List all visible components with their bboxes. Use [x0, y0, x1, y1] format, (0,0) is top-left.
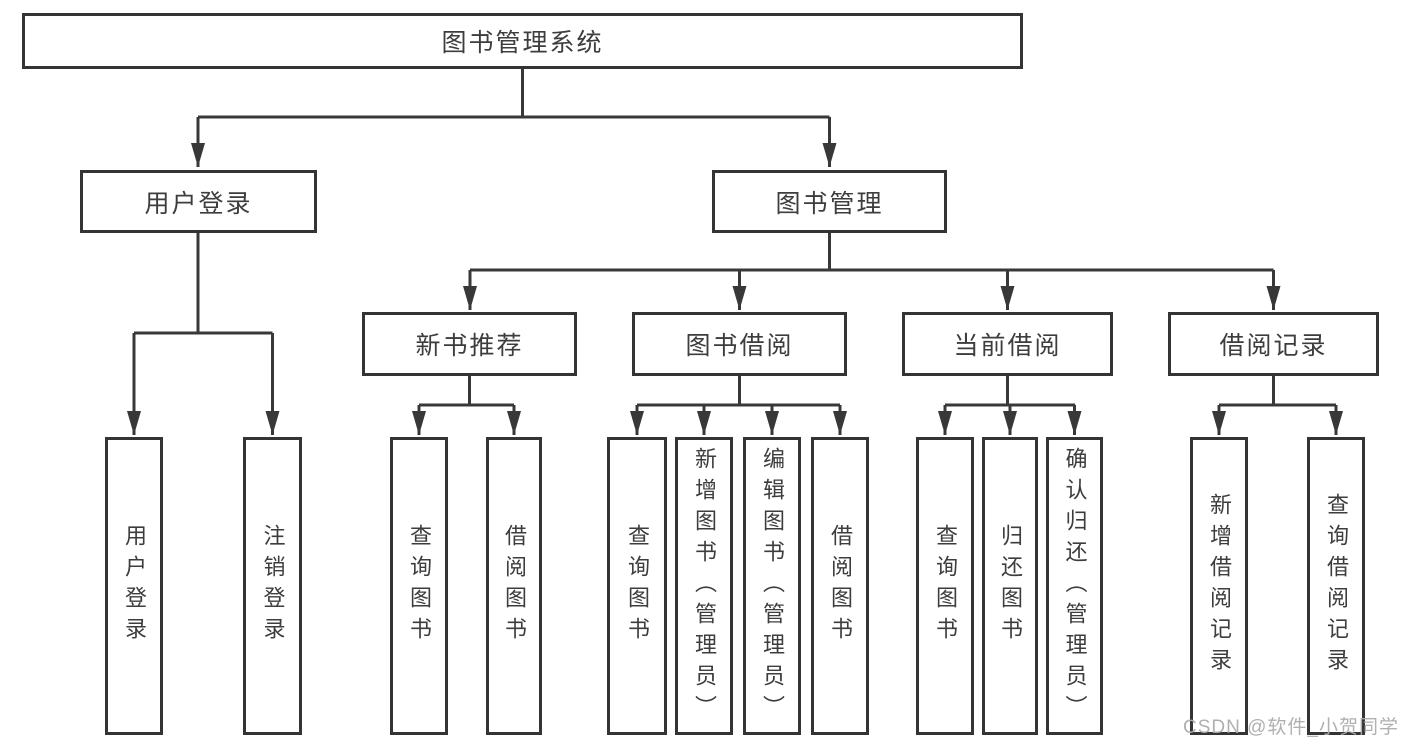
- node-leaf-return-books: 归还图书: [982, 437, 1038, 735]
- node-label: 查询图书: [407, 524, 432, 648]
- node-leaf-query-books-borrowing: 查询图书: [607, 437, 667, 735]
- node-current-borrowing: 当前借阅: [902, 312, 1113, 376]
- node-leaf-user-login: 用户登录: [105, 437, 163, 735]
- node-label: 图书借阅: [685, 332, 794, 360]
- node-label: 编辑图书（管理员）: [760, 446, 785, 726]
- node-label: 查询图书: [933, 524, 958, 648]
- node-leaf-query-books-current: 查询图书: [916, 437, 974, 735]
- node-label: 注销登录: [260, 524, 286, 648]
- node-label: 用户登录: [122, 524, 147, 648]
- node-leaf-add-borrow-record: 新增借阅记录: [1190, 437, 1248, 735]
- node-label: 归还图书: [998, 524, 1023, 648]
- branch-lines: [134, 69, 1336, 407]
- node-leaf-edit-books-admin: 编辑图书（管理员）: [743, 437, 801, 735]
- node-leaf-logout: 注销登录: [243, 437, 302, 735]
- node-label: 新书推荐: [415, 332, 524, 360]
- node-label: 借阅图书: [828, 524, 853, 648]
- node-label: 确认归还（管理员）: [1062, 446, 1088, 726]
- node-label: 图书管理系统: [441, 29, 604, 57]
- arrow-lines: [127, 117, 1343, 435]
- node-leaf-query-borrow-record: 查询借阅记录: [1307, 437, 1365, 735]
- node-leaf-add-books-admin: 新增图书（管理员）: [675, 437, 733, 735]
- node-borrowing-records: 借阅记录: [1168, 312, 1379, 376]
- node-leaf-confirm-return-admin: 确认归还（管理员）: [1046, 437, 1103, 735]
- node-book-management: 图书管理: [712, 170, 947, 233]
- node-label: 查询图书: [625, 524, 650, 648]
- node-label: 新增借阅记录: [1207, 493, 1232, 679]
- node-label: 用户登录: [144, 189, 253, 218]
- node-label: 借阅图书: [502, 524, 527, 648]
- node-leaf-query-books-recommend: 查询图书: [390, 437, 448, 735]
- node-leaf-borrow-books-borrowing: 借阅图书: [811, 437, 869, 735]
- node-label: 查询借阅记录: [1324, 493, 1349, 679]
- node-label: 借阅记录: [1219, 332, 1328, 360]
- node-root: 图书管理系统: [22, 13, 1023, 69]
- node-label: 新增图书（管理员）: [692, 446, 717, 726]
- node-new-book-recommend: 新书推荐: [362, 312, 577, 376]
- node-label: 当前借阅: [953, 332, 1062, 360]
- node-leaf-borrow-books-recommend: 借阅图书: [486, 437, 542, 735]
- node-label: 图书管理: [775, 189, 884, 218]
- node-user-login: 用户登录: [80, 170, 317, 233]
- watermark: CSDN @软件_小贺同学: [1183, 717, 1399, 738]
- node-book-borrowing: 图书借阅: [632, 312, 847, 376]
